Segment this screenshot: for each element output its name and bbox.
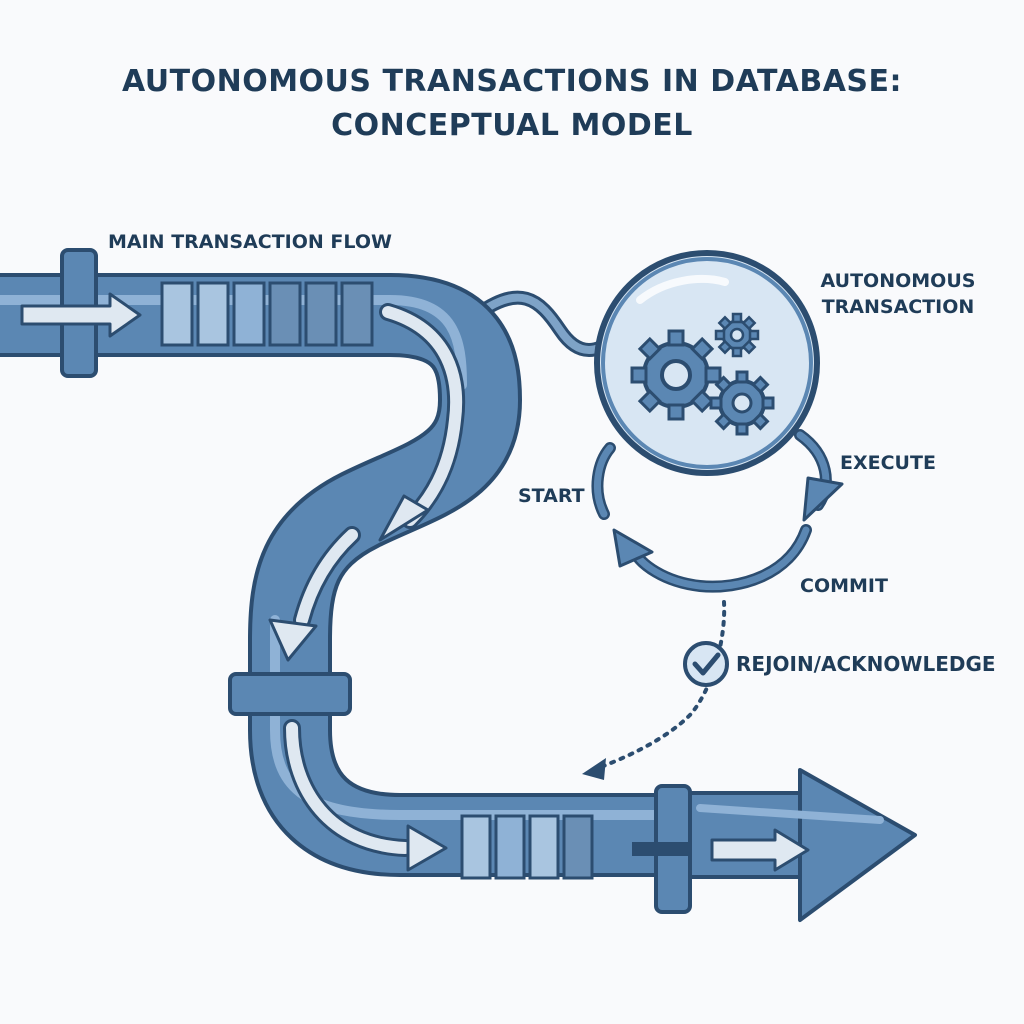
- data-blocks-top: [160, 281, 374, 347]
- gear-icon: [714, 312, 760, 358]
- main-transaction-pipe: [0, 273, 685, 877]
- flow-arrow-bend-1-icon: [378, 303, 466, 542]
- input-flow-arrow-icon: [20, 292, 142, 338]
- autonomous-label-line-2: TRANSACTION: [821, 296, 975, 318]
- data-blocks-bottom: [460, 814, 594, 880]
- autonomous-label-line-1: AUTONOMOUS: [820, 270, 976, 292]
- check-icon: [683, 641, 729, 687]
- rejoin-acknowledge-label: REJOIN/ACKNOWLEDGE: [736, 652, 996, 676]
- autonomous-transaction-label: AUTONOMOUS TRANSACTION: [788, 268, 1008, 320]
- pipe-flange-middle: [228, 672, 352, 716]
- gear-icon: [709, 370, 775, 436]
- rejoin-dotted-arrow: [582, 600, 727, 780]
- flow-arrow-bottom-icon: [283, 719, 448, 872]
- pipe-flange-right: [632, 784, 692, 914]
- gear-icon: [630, 329, 722, 421]
- page-title-line-2: CONCEPTUAL MODEL: [331, 108, 693, 143]
- flow-arrow-bend-2-icon: [268, 526, 361, 662]
- start-label: START: [518, 485, 585, 507]
- cycle-arrow-start-icon: [591, 442, 616, 520]
- main-transaction-flow-label: MAIN TRANSACTION FLOW: [108, 231, 392, 253]
- commit-label: COMMIT: [800, 575, 888, 597]
- execute-label: EXECUTE: [840, 452, 936, 474]
- output-flow-arrow-icon: [710, 828, 810, 872]
- cycle-arrow-commit-icon: [612, 524, 812, 593]
- page-title-line-1: AUTONOMOUS TRANSACTIONS IN DATABASE:: [121, 64, 903, 99]
- cycle-arrow-execute-icon: [794, 429, 844, 522]
